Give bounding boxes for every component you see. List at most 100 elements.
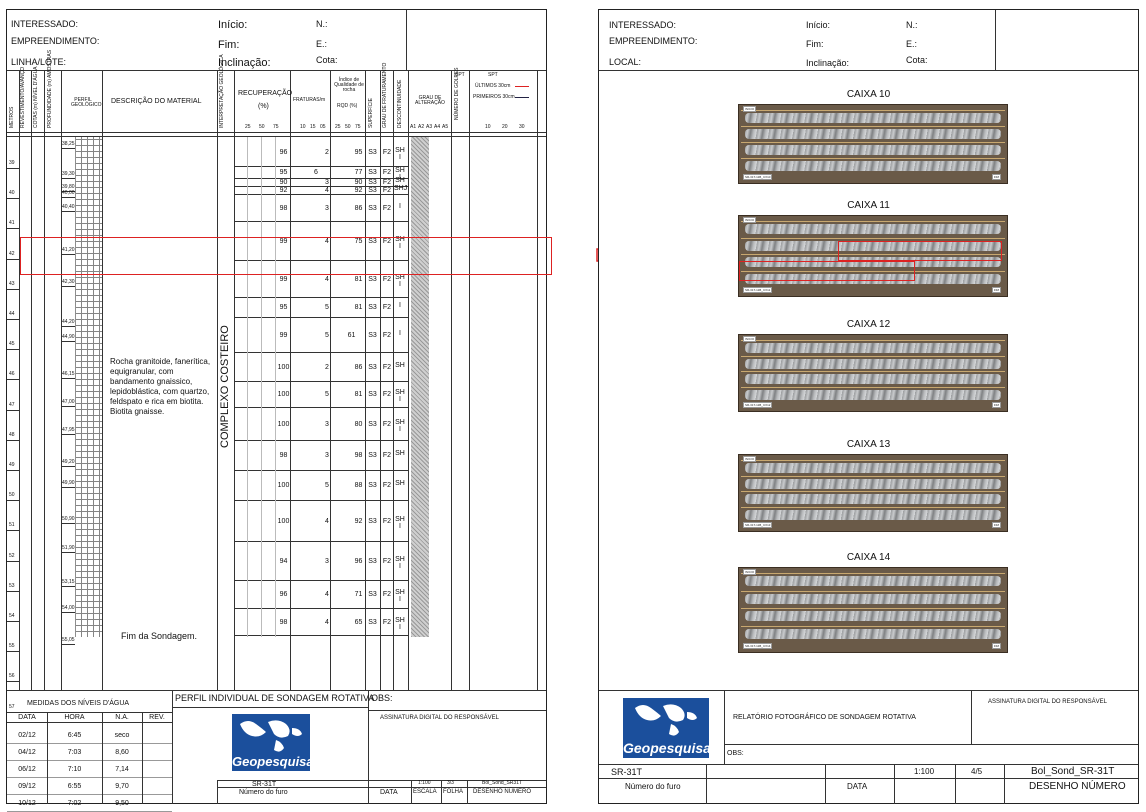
depth-tick	[61, 211, 75, 212]
footer-escala: 1:100	[418, 780, 431, 786]
water-cell: 6:45	[67, 732, 82, 739]
meter-label: 48	[9, 431, 15, 438]
cell-grau-fraturamento: F2	[382, 452, 392, 459]
cell-descontinuidade: SH	[395, 450, 405, 457]
cell-grau-fraturamento: F2	[382, 618, 392, 626]
cell-rqd: 77	[354, 169, 363, 176]
cell-rqd: 61	[347, 331, 356, 339]
core-sample	[745, 257, 1001, 267]
header-n: N.:	[316, 19, 328, 29]
tray-divider	[741, 254, 1005, 255]
col-descricao: DESCRIÇÃO DO MATERIAL	[111, 98, 202, 105]
r-footer-assinatura: ASSINATURA DIGITAL DO RESPONSÁVEL	[988, 699, 1107, 705]
depth-label: 53,15	[62, 579, 75, 585]
meter-label: 39	[9, 160, 15, 166]
col-revestimento: REVESTIMENTO/AVANÇO	[20, 66, 26, 128]
inicio-tag: INICIO	[743, 106, 757, 112]
cell-recuperacao: 94	[279, 557, 288, 565]
depth-tick	[61, 254, 75, 255]
r-footer-folha: 4/5	[971, 767, 983, 776]
meter-tick	[7, 651, 19, 653]
cell-descontinuidade: SH I	[395, 418, 405, 433]
geological-interpretation: COMPLEXO COSTEIRO	[219, 325, 231, 448]
row-divider	[234, 407, 408, 408]
header-fim: Fim:	[218, 39, 240, 51]
row-divider	[234, 608, 408, 609]
meter-label: 51	[9, 522, 15, 529]
cell-superficie: S3	[368, 517, 377, 525]
cell-grau-fraturamento: F2	[382, 420, 392, 428]
tray-divider	[741, 608, 1005, 609]
footer-furo-label: Número do furo	[239, 789, 288, 796]
cell-superficie: S3	[368, 187, 377, 194]
row-divider	[234, 580, 408, 581]
cell-rqd: 90	[354, 179, 363, 186]
core-sample	[745, 494, 1001, 504]
cell-grau-fraturamento: F2	[382, 391, 392, 398]
fim-tag: FIM	[991, 287, 1001, 293]
col-superficie: SUPERFÍCIE	[368, 97, 374, 128]
meter-label: 55	[9, 643, 15, 650]
col-recuperacao: RECUPERAÇÃO	[238, 90, 293, 97]
cell-rqd: 80	[354, 420, 363, 428]
water-cell: 7:10	[67, 766, 82, 773]
cell-recuperacao: 95	[279, 304, 288, 311]
row-divider	[234, 260, 408, 261]
tray-divider	[741, 371, 1005, 372]
cell-descontinuidade: SH I	[395, 589, 405, 603]
tray-divider	[741, 270, 1005, 272]
meter-tick	[7, 288, 19, 290]
cell-grau-fraturamento: F2	[382, 179, 392, 186]
row-divider	[234, 381, 408, 382]
cell-superficie: S3	[368, 331, 377, 339]
r-footer-desenho-label: DESENHO NÚMERO	[1029, 781, 1126, 792]
cell-superficie: S3	[368, 391, 377, 398]
tray-divider	[741, 355, 1005, 357]
row-divider	[234, 221, 408, 222]
water-header: N.A.	[115, 714, 129, 721]
tick-label: 50	[259, 124, 265, 130]
r-logo-text: Geopesquisa	[623, 740, 709, 756]
meter-tick	[7, 500, 19, 502]
cell-descontinuidade: SH I	[395, 389, 405, 403]
row-divider	[234, 297, 408, 298]
cell-recuperacao: 100	[277, 517, 290, 525]
meter-tick	[7, 439, 19, 441]
cell-superficie: S3	[368, 618, 377, 626]
tray-divider	[741, 110, 1005, 111]
depth-label: 44,20	[62, 319, 75, 325]
world-map-icon	[240, 720, 302, 752]
cell-grau-fraturamento: F2	[382, 557, 392, 565]
cell-superficie: S3	[368, 363, 377, 371]
core-sample	[745, 628, 1001, 639]
cell-recuperacao: 100	[277, 420, 290, 428]
footer-title: PERFIL INDIVIDUAL DE SONDAGEM ROTATIVA	[175, 693, 375, 703]
water-cell: 8,60	[115, 749, 129, 756]
row-divider	[234, 440, 408, 441]
cell-descontinuidade: SH	[395, 177, 405, 184]
core-sample	[745, 273, 1001, 284]
cell-descontinuidade: SH	[395, 480, 405, 487]
inicio-tag: INICIO	[743, 336, 757, 342]
tray-divider	[741, 158, 1005, 159]
cell-superficie: S3	[368, 420, 377, 428]
meter-label: 40	[9, 190, 15, 197]
footer-data-label: DATA	[380, 789, 398, 796]
grid-line	[261, 137, 262, 637]
footer-desenho-label: DESENHO NÚMERO	[473, 789, 532, 795]
cell-superficie: S3	[368, 204, 377, 212]
depth-label: 41,20	[62, 247, 75, 253]
inicio-tag: INICIO	[743, 456, 757, 462]
water-row-line	[7, 777, 172, 778]
grid-line	[275, 137, 276, 637]
cell-superficie: S3	[368, 148, 377, 156]
cell-superficie: S3	[368, 591, 377, 598]
water-cell: 9,50	[115, 800, 129, 807]
depth-label: 50,90	[62, 516, 75, 522]
depth-label: 54,00	[62, 605, 75, 611]
r-footer-furo-label: Número do furo	[625, 782, 681, 791]
col-descontinuidade: DESCONTINUIDADE	[397, 79, 403, 128]
col-profundidade: PROFUNDIDADE (m) AMOSTRAS	[47, 49, 53, 128]
cell-rqd: 96	[354, 557, 363, 565]
